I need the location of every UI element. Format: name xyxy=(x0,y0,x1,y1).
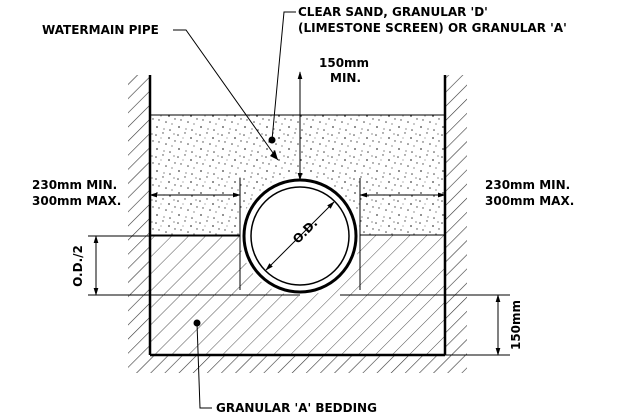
watermain-pipe xyxy=(242,178,358,294)
left-clearance-max: 300mm MAX. xyxy=(32,194,121,208)
right-clearance-max: 300mm MAX. xyxy=(485,194,574,208)
fill-material-label-line2: (LIMESTONE SCREEN) OR GRANULAR 'A' xyxy=(298,21,567,35)
top-cover-min: MIN. xyxy=(330,71,361,85)
trench-outline xyxy=(148,75,447,357)
half-od-dimension xyxy=(88,235,300,296)
top-cover-value: 150mm xyxy=(319,56,369,70)
right-clearance-min: 230mm MIN. xyxy=(485,178,570,192)
bedding-depth-dimension xyxy=(340,294,510,356)
watermain-pipe-label: WATERMAIN PIPE xyxy=(42,23,159,37)
trench-walls xyxy=(128,75,467,373)
bedding-label: GRANULAR 'A' BEDDING xyxy=(216,401,377,415)
fill-material-label-line1: CLEAR SAND, GRANULAR 'D' xyxy=(298,5,488,19)
bedding-depth-label: 150mm xyxy=(509,300,523,350)
left-clearance-min: 230mm MIN. xyxy=(32,178,117,192)
half-od-label: O.D./2 xyxy=(71,245,85,287)
leader-lines xyxy=(173,11,296,409)
